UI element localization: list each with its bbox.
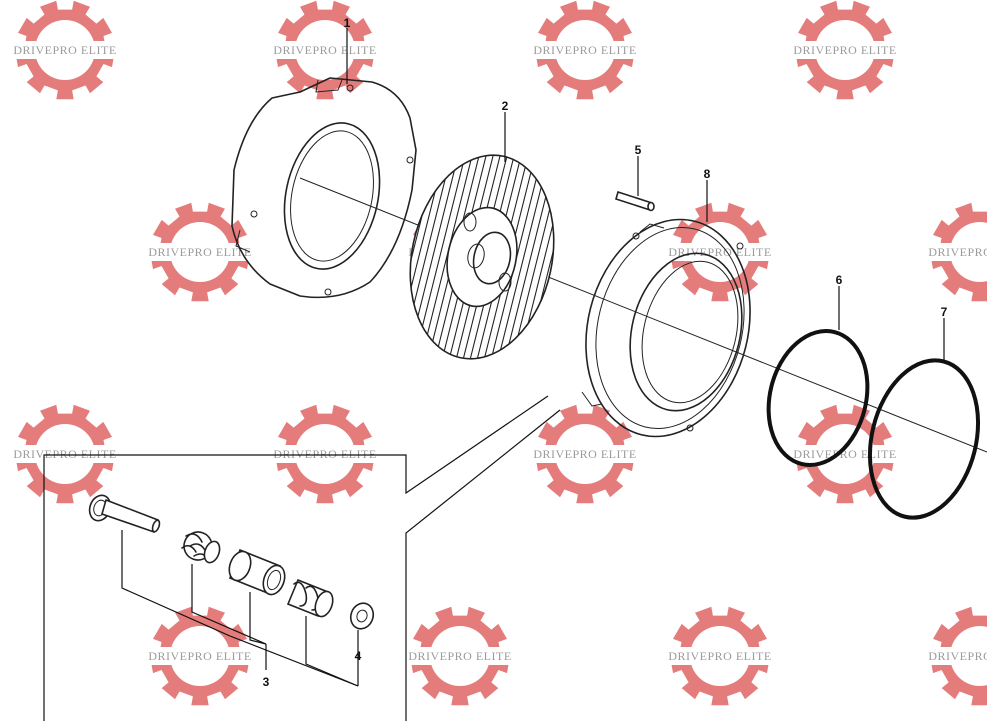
watermark-logo: DRIVEPRO ELITE	[138, 202, 262, 302]
part-3-valve-kit	[88, 494, 334, 618]
watermark-logo: DRIVEPRO ELITE	[918, 606, 987, 706]
watermark-text: DRIVEPRO ELITE	[408, 649, 511, 663]
callout-leaders	[346, 28, 945, 362]
callout-3: 3	[263, 675, 270, 689]
part-7-o-ring	[867, 358, 981, 520]
callout-7: 7	[941, 305, 948, 319]
sleeve	[228, 548, 286, 596]
part-6-o-ring	[766, 329, 870, 467]
watermark-text: DRIVEPRO ELITE	[273, 43, 376, 57]
callout-8: 8	[704, 167, 711, 181]
watermark-text: DRIVEPRO ELITE	[148, 245, 251, 259]
watermark-logo: DRIVEPRO ELITE	[658, 606, 782, 706]
callout-6: 6	[836, 273, 843, 287]
watermark-text: DRIVEPRO ELITE	[668, 245, 771, 259]
callout-4: 4	[355, 649, 362, 663]
watermark-logo: DRIVEPRO ELITE	[523, 404, 647, 504]
watermark-text: DRIVEPRO ELITE	[533, 43, 636, 57]
watermark-logo: DRIVEPRO ELITE	[523, 0, 647, 100]
watermark-layer: DRIVEPRO ELITE DRIVEPRO ELITE DRIVEPRO ELI…	[3, 0, 987, 706]
callout-2: 2	[502, 99, 509, 113]
watermark-logo: DRIVEPRO ELITE	[3, 0, 127, 100]
inset-detail-box	[43, 395, 561, 721]
watermark-logo: DRIVEPRO ELITE	[138, 606, 262, 706]
watermark-text: DRIVEPRO ELITE	[928, 649, 987, 663]
callout-5: 5	[635, 143, 642, 157]
watermark-logo: DRIVEPRO ELITE	[783, 0, 907, 100]
watermark-logo: DRIVEPRO ELITE	[658, 202, 782, 302]
watermark-logo: DRIVEPRO ELITE	[918, 202, 987, 302]
watermark-logo: DRIVEPRO ELITE	[263, 0, 387, 100]
watermark-text: DRIVEPRO ELITE	[928, 245, 987, 259]
part-4-nut	[349, 602, 375, 630]
assembly-axis-line	[299, 177, 987, 453]
watermark-logo: DRIVEPRO ELITE	[783, 404, 907, 504]
watermark-text: DRIVEPRO ELITE	[793, 43, 896, 57]
part-1-housing	[231, 77, 417, 299]
watermark-text: DRIVEPRO ELITE	[13, 43, 116, 57]
watermark-logo: DRIVEPRO ELITE	[398, 606, 522, 706]
watermark-text: DRIVEPRO ELITE	[148, 649, 251, 663]
watermark-logo: DRIVEPRO ELITE	[3, 404, 127, 504]
watermark-text: DRIVEPRO ELITE	[668, 649, 771, 663]
callout-1: 1	[344, 16, 351, 30]
callout-numbers: 1 2 3 4 5 6 7 8	[263, 16, 948, 689]
watermark-logo: DRIVEPRO ELITE	[263, 404, 387, 504]
part-8-piston	[581, 218, 751, 438]
spring-2	[286, 578, 334, 618]
watermark-text: DRIVEPRO ELITE	[533, 447, 636, 461]
watermark-text: DRIVEPRO ELITE	[13, 447, 116, 461]
inset-leader-lines	[121, 530, 359, 687]
spring-1	[181, 531, 221, 564]
watermark-text: DRIVEPRO ELITE	[273, 447, 376, 461]
part-5-pin	[615, 190, 655, 212]
